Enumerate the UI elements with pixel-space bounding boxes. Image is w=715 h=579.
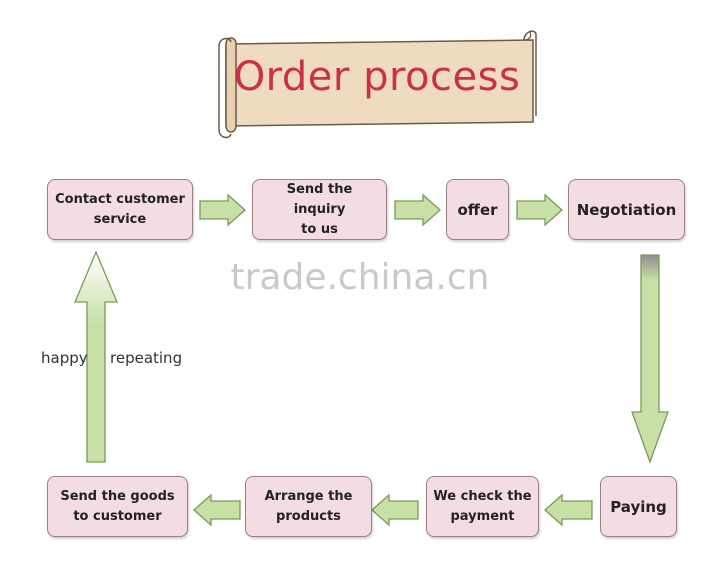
arrow-left-1 — [544, 493, 593, 527]
step-negotiation: Negotiation — [568, 179, 685, 240]
step-label: offer — [457, 200, 498, 219]
step-label: Negotiation — [576, 200, 677, 219]
arrow-left-3 — [193, 493, 241, 527]
arrow-right-3 — [516, 193, 563, 227]
step-label-line2: to customer — [73, 508, 162, 524]
watermark-text: trade.china.cn — [230, 256, 490, 298]
diagram-title: Order process — [233, 54, 521, 100]
step-label-line1: Send the goods — [60, 488, 175, 504]
arrow-left-2 — [371, 493, 419, 527]
step-label-line1: Arrange the — [264, 488, 353, 504]
step-label-line1: Contact customer — [55, 191, 185, 207]
step-label-line2: to us — [301, 221, 338, 237]
step-label-line2: payment — [450, 508, 515, 524]
step-label: Paying — [610, 497, 667, 516]
step-label-line2: products — [276, 508, 341, 524]
step-send-inquiry: Send the inquiry to us — [252, 179, 387, 240]
step-label-line1: We check the — [433, 488, 532, 504]
arrow-up — [74, 250, 118, 463]
step-check-payment: We check the payment — [426, 476, 539, 537]
loop-note-right: repeating — [110, 349, 183, 367]
step-paying: Paying — [600, 476, 677, 537]
step-contact-customer-service: Contact customer service — [47, 179, 193, 240]
arrow-right-1 — [199, 193, 246, 227]
step-arrange-products: Arrange the products — [245, 476, 372, 537]
loop-note-left: happy — [41, 349, 88, 367]
step-label-line2: service — [93, 211, 147, 227]
step-label-line1: Send the inquiry — [286, 181, 353, 217]
title-scroll-banner — [218, 30, 537, 139]
step-send-goods: Send the goods to customer — [47, 476, 188, 537]
step-offer: offer — [446, 179, 509, 240]
arrow-right-2 — [394, 193, 441, 227]
arrow-down — [631, 254, 669, 464]
